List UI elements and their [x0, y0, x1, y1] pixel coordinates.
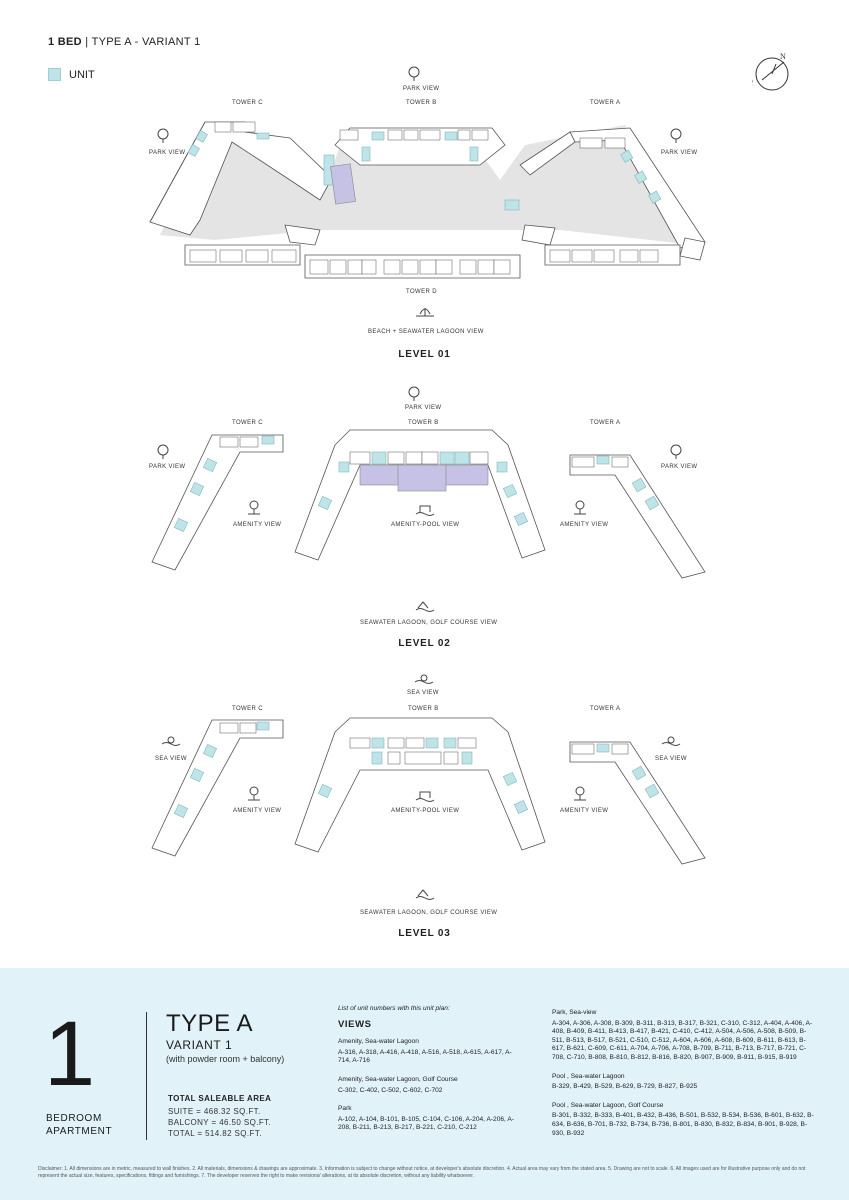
sea-icon [414, 674, 434, 684]
sea-icon [661, 736, 681, 746]
tree-icon [157, 444, 169, 459]
compass-icon: N Q [752, 52, 789, 91]
amenity-icon [574, 500, 586, 515]
level-03-sea-view-left: SEA VIEW [155, 756, 187, 762]
compass-n: N [780, 52, 786, 61]
level-01-plan: PARK VIEW TOWER C TOWER B TOWER A PARK V… [0, 60, 849, 370]
level-03-drawing [151, 717, 706, 865]
group-left-0-title: Amenity, Sea-water Lagoon [338, 1038, 419, 1046]
unit-type-title: TYPE A [166, 1010, 254, 1037]
group-left-2-title: Park [338, 1105, 352, 1113]
info-panel [0, 968, 849, 1200]
views-column-right: Park, Sea-view A-304, A-306, A-308, B-30… [552, 1009, 814, 1138]
amenity-icon [248, 500, 260, 515]
level-01-bottom-view: BEACH + SEAWATER LAGOON VIEW [368, 329, 484, 335]
variant-note: (with powder room + balcony) [166, 1054, 285, 1064]
disclaimer: Disclaimer: 1. All dimensions are in met… [38, 1166, 806, 1179]
tree-icon [408, 386, 420, 401]
level-03-tower-b: TOWER B [408, 706, 439, 712]
views-column-left: List of unit numbers with this unit plan… [338, 1005, 520, 1133]
level-02-tower-c: TOWER C [232, 420, 264, 426]
level-03-sea-view-right: SEA VIEW [655, 756, 687, 762]
level-01-park-view-top: PARK VIEW [403, 86, 440, 92]
level-02-park-view-right: PARK VIEW [661, 464, 698, 470]
tree-icon [157, 128, 169, 143]
amenity-icon [248, 786, 260, 801]
group-right-1-units: B-329, B-429, B-529, B-629, B-729, B-827… [552, 1083, 698, 1091]
total-area: TOTAL = 514.82 SQ.FT. [168, 1129, 262, 1138]
level-01-tower-a: TOWER A [590, 100, 621, 106]
bed-line-1: BEDROOM [46, 1113, 102, 1124]
sea-icon [161, 736, 181, 746]
lagoon-icon [415, 601, 435, 612]
group-left-1-title: Amenity, Sea-water Lagoon, Golf Course [338, 1075, 458, 1083]
level-01-park-view-left: PARK VIEW [149, 150, 186, 156]
level-02-title: LEVEL 02 [398, 638, 451, 649]
group-right-2-title: Pool , Sea-water Lagoon, Golf Course [552, 1101, 664, 1109]
group-right-2-units: B-301, B-332, B-333, B-401, B-432, B-436… [552, 1112, 814, 1137]
level-03-plan: SEA VIEW TOWER C TOWER B TOWER A SEA VIE… [0, 670, 849, 930]
level-03-amenity-right: AMENITY VIEW [560, 808, 609, 814]
level-02-plan: PARK VIEW TOWER C TOWER B TOWER A PARK V… [0, 380, 849, 640]
divider [146, 1012, 147, 1140]
level-03-bottom-view: SEAWATER LAGOON, GOLF COURSE VIEW [360, 910, 498, 916]
group-left-0-units: A-316, A-318, A-416, A-418, A-516, A-518… [338, 1048, 512, 1065]
views-heading: VIEWS [338, 1018, 372, 1030]
bedroom-apartment-label: BEDROOM APARTMENT [46, 1112, 112, 1138]
bed-line-2: APARTMENT [46, 1126, 113, 1137]
tree-icon [408, 66, 420, 81]
level-02-bottom-view: SEAWATER LAGOON, GOLF COURSE VIEW [360, 620, 498, 626]
area-title: TOTAL SALEABLE AREA [168, 1094, 272, 1103]
level-02-amenity-left: AMENITY VIEW [233, 522, 282, 528]
level-03-tower-c: TOWER C [232, 706, 264, 712]
pool-icon [415, 505, 435, 516]
variant-label: VARIANT 1 [166, 1038, 233, 1052]
level-03-title: LEVEL 03 [398, 928, 451, 939]
list-intro: List of unit numbers with this unit plan… [338, 1005, 450, 1012]
level-02-amenity-right: AMENITY VIEW [560, 522, 609, 528]
level-02-park-view-left: PARK VIEW [149, 464, 186, 470]
unit-swatch-icon [48, 68, 61, 81]
amenity-icon [574, 786, 586, 801]
group-left-1-units: C-302, C-402, C-502, C-602, C-702 [338, 1086, 443, 1094]
level-01-title: LEVEL 01 [398, 349, 451, 360]
level-03-tower-a: TOWER A [590, 706, 621, 712]
compass-q: Q [752, 77, 753, 86]
pool-icon [415, 791, 435, 802]
level-02-amenity-center: AMENITY-POOL VIEW [391, 522, 460, 528]
page-header: 1 BED | TYPE A - VARIANT 1 [48, 36, 201, 48]
group-right-0-units: A-304, A-306, A-308, B-309, B-311, B-313… [552, 1019, 813, 1061]
suite-area: SUITE = 468.32 SQ.FT. [168, 1107, 261, 1116]
legend-label: UNIT [69, 68, 95, 81]
balcony-area: BALCONY = 46.50 SQ.FT. [168, 1118, 272, 1127]
lagoon-icon [415, 889, 435, 900]
tree-icon [670, 444, 682, 459]
level-02-tower-a: TOWER A [590, 420, 621, 426]
bed-count-label: 1 BED [48, 36, 82, 48]
group-right-1-title: Pool , Sea-water Lagoon [552, 1072, 625, 1080]
bedroom-count: 1 [44, 1003, 96, 1105]
tree-icon [670, 128, 682, 143]
level-02-drawing [151, 429, 706, 579]
group-right-0-title: Park, Sea-view [552, 1009, 597, 1016]
beach-icon [416, 308, 434, 317]
level-02-park-view-top: PARK VIEW [405, 405, 442, 411]
level-01-drawing [149, 121, 706, 279]
type-variant-label: | TYPE A - VARIANT 1 [81, 36, 201, 48]
level-02-tower-b: TOWER B [408, 420, 439, 426]
level-03-amenity-center: AMENITY-POOL VIEW [391, 808, 460, 814]
legend: UNIT [48, 68, 95, 81]
level-01-tower-b: TOWER B [406, 100, 437, 106]
level-03-amenity-left: AMENITY VIEW [233, 808, 282, 814]
group-left-2-units: A-102, A-104, B-101, B-105, C-104, C-106… [338, 1115, 514, 1132]
level-03-park-view-top: SEA VIEW [407, 690, 439, 696]
level-01-tower-c: TOWER C [232, 100, 264, 106]
level-01-park-view-right: PARK VIEW [661, 150, 698, 156]
level-01-tower-d: TOWER D [406, 289, 438, 295]
